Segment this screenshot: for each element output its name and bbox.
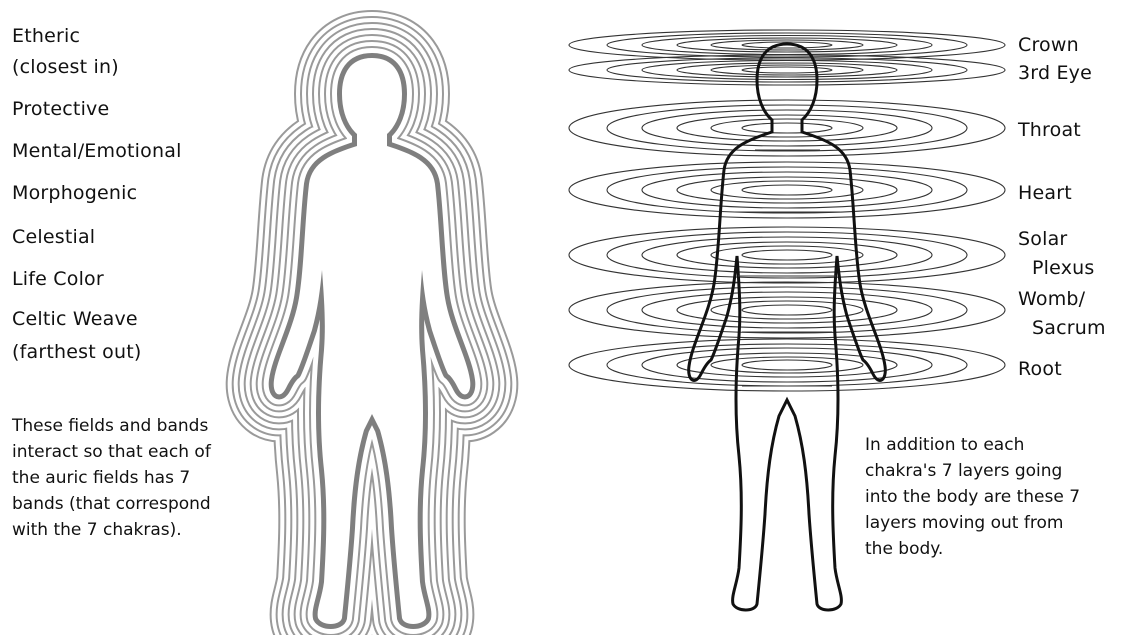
chakra-rings-back xyxy=(569,30,1005,391)
aura-figure xyxy=(274,58,471,624)
body-outline xyxy=(689,44,886,610)
chakra-figure xyxy=(569,30,1005,610)
